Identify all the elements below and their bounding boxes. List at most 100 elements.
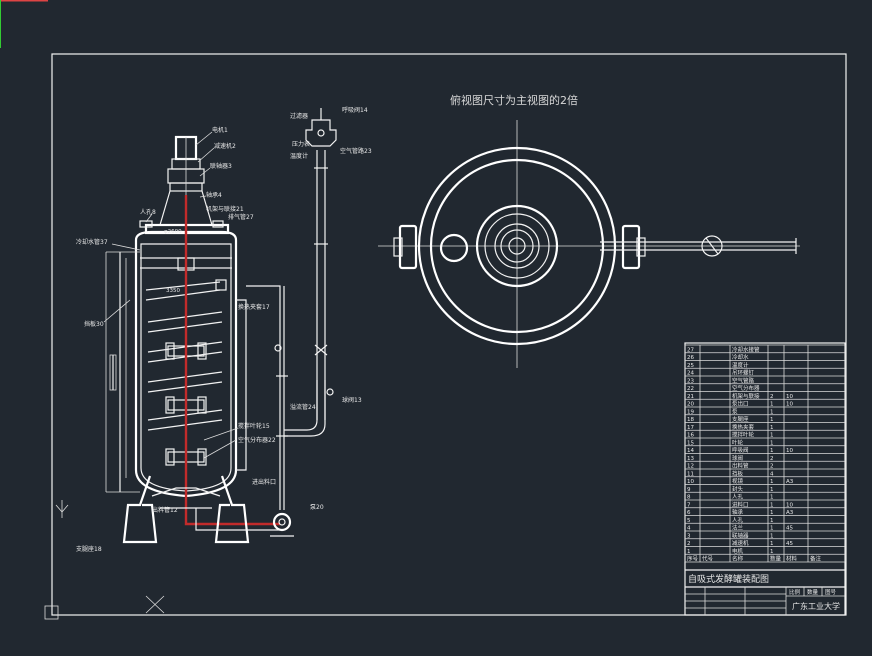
bom-cell: 吊环螺钉 [732,369,755,377]
svg-text:联轴器3: 联轴器3 [210,162,232,170]
bom-header-cell: 代号 [702,555,714,563]
bom-cell: 1 [770,518,774,524]
bom-cell: 45 [786,541,793,547]
bom-cell: 泵 [732,408,738,415]
svg-text:挡板30: 挡板30 [84,320,104,328]
bom-cell: 1 [770,510,774,516]
bom-cell: 5 [687,518,691,524]
bom-cell: 6 [687,510,691,516]
svg-text:轴承4: 轴承4 [206,191,222,199]
svg-text:冷却水管37: 冷却水管37 [76,238,108,246]
bom-cell: 出料管 [732,462,749,470]
bom-cell: 视镜 [732,477,744,485]
svg-text:电机1: 电机1 [212,126,228,134]
bom-cell: 空气管路 [732,376,755,384]
bom-cell: A3 [786,479,794,485]
bom-cell: 9 [687,487,691,493]
svg-text:人孔8: 人孔8 [140,208,156,216]
bom-cell: 2 [687,541,691,547]
bom-cell: 13 [687,456,694,462]
fermenter-front-view [105,135,294,544]
bom-cell: 10 [786,402,793,408]
bom-cell: 机架与联接 [732,392,760,400]
fermenter-top-view [378,120,800,368]
bom-cell: 2 [770,394,774,400]
bom-cell: 1 [770,402,774,408]
svg-text:溢流管24: 溢流管24 [290,403,316,411]
bom-cell: 电机 [732,547,744,555]
bom-cell: 1 [770,479,774,485]
bom-cell: 封头 [732,485,744,493]
meta-scale: 比例 [789,588,801,596]
bom-cell: 1 [770,448,774,454]
bom-cell: 空气分布器 [732,384,760,392]
bom-cell: 叶轮 [732,438,744,446]
bom-cell: 26 [687,355,694,361]
bom-cell: 1 [770,549,774,555]
svg-text:减速机2: 减速机2 [214,142,236,150]
bom-header-cell: 数量 [770,555,782,563]
crosshair-cursor [145,595,165,614]
bom-cell: 轴承 [732,508,744,516]
pump [272,512,292,532]
bom-cell: 12 [687,464,694,470]
bom-cell: 21 [687,394,694,400]
meta-qty: 数量 [807,588,819,596]
bom-cell: 人孔 [732,493,744,501]
bom-cell: 4 [687,526,691,532]
bom-cell: 18 [687,417,694,423]
bom-cell: 1 [770,425,774,431]
bom-cell: 1 [770,526,774,532]
bom-cell: 支腿座 [732,415,749,423]
bom-cell: 法兰 [732,524,744,532]
bom-header-cell: 名称 [732,555,744,563]
bom-cell: 1 [770,541,774,547]
svg-text:压力表: 压力表 [292,140,310,148]
bom-cell: 搅拌叶轮 [732,431,755,439]
bom-header-cell: 备注 [810,555,822,563]
svg-text:φ2600: φ2600 [164,229,182,235]
bom-cell: A3 [786,510,794,516]
air-pipe-line [284,108,337,437]
svg-text:呼吸阀14: 呼吸阀14 [342,106,368,114]
svg-text:球阀13: 球阀13 [342,396,362,404]
bom-cell: 球阀 [732,454,743,462]
bom-header-cell: 材料 [786,555,798,563]
bom-cell: 24 [687,371,694,377]
bom-cell: 8 [687,495,691,501]
view-note: 俯视图尺寸为主视图的2倍 [450,93,578,107]
vessel-shell [134,230,238,498]
svg-text:空气管路23: 空气管路23 [340,147,372,155]
bom-cell: 23 [687,378,694,384]
bom-cell: 泵出口 [732,400,749,408]
drawing-border [51,53,847,616]
bom-cell: 1 [770,417,774,423]
bom-cell: 换热夹套 [732,423,755,431]
drawing-title: 自吸式发酵罐装配图 [688,573,769,585]
bom-cell: 10 [786,502,793,508]
bom-cell: 11 [687,471,694,477]
callouts: 电机1 减速机2 联轴器3 轴承4 机架与联接21 排气管27 人孔8 冷却水管… [76,106,372,553]
bom-cell: 减速机 [732,539,749,547]
bom-cell: 挡板 [732,469,744,477]
meta-dwg: 图号 [825,588,837,596]
svg-text:换热夹套17: 换热夹套17 [238,303,270,311]
svg-text:出料管12: 出料管12 [152,506,178,514]
bom-header-cell: 序号 [687,555,699,563]
bom-cell: 45 [786,526,793,532]
bom-cell: 2 [770,456,774,462]
bom-cell: 15 [687,440,694,446]
bom-cell: 1 [770,433,774,439]
bom-cell: 19 [687,409,694,415]
bom-cell: 1 [770,533,774,539]
bom-cell: 呼吸阀 [732,446,749,454]
bom-cell: 1 [770,487,774,493]
svg-text:进出料口: 进出料口 [252,478,276,486]
svg-text:空气分布器22: 空气分布器22 [238,436,276,444]
svg-text:泵20: 泵20 [310,504,324,511]
school-name: 广东工业大学 [792,601,840,611]
bom-cell: 14 [687,448,694,454]
